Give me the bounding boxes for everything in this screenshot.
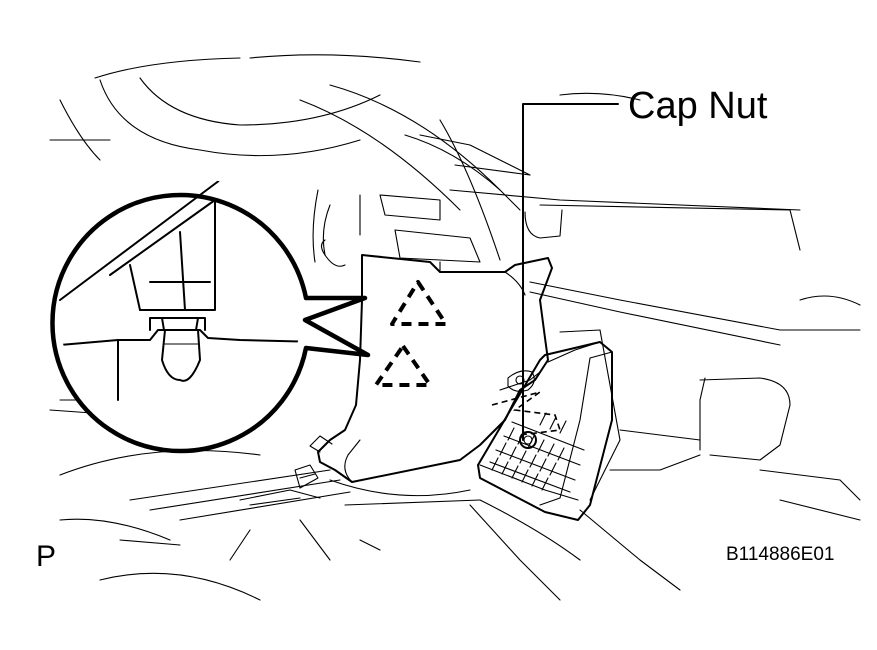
lower-panel-lines [529, 281, 861, 591]
figure-code-label: B114886E01 [726, 544, 835, 565]
dashed-triangle-icon [390, 280, 448, 326]
pedal-grid [489, 412, 585, 493]
cap-nut-marker [519, 431, 537, 449]
cap-nut-label: Cap Nut [628, 85, 768, 127]
dashboard-background [49, 54, 801, 267]
cap-nut-leader-line [522, 103, 619, 441]
accelerator-pedal [477, 341, 613, 521]
clip-detail-icon [50, 179, 371, 454]
dashed-triangle-icon [374, 344, 432, 387]
view-letter-label: P [36, 540, 57, 573]
